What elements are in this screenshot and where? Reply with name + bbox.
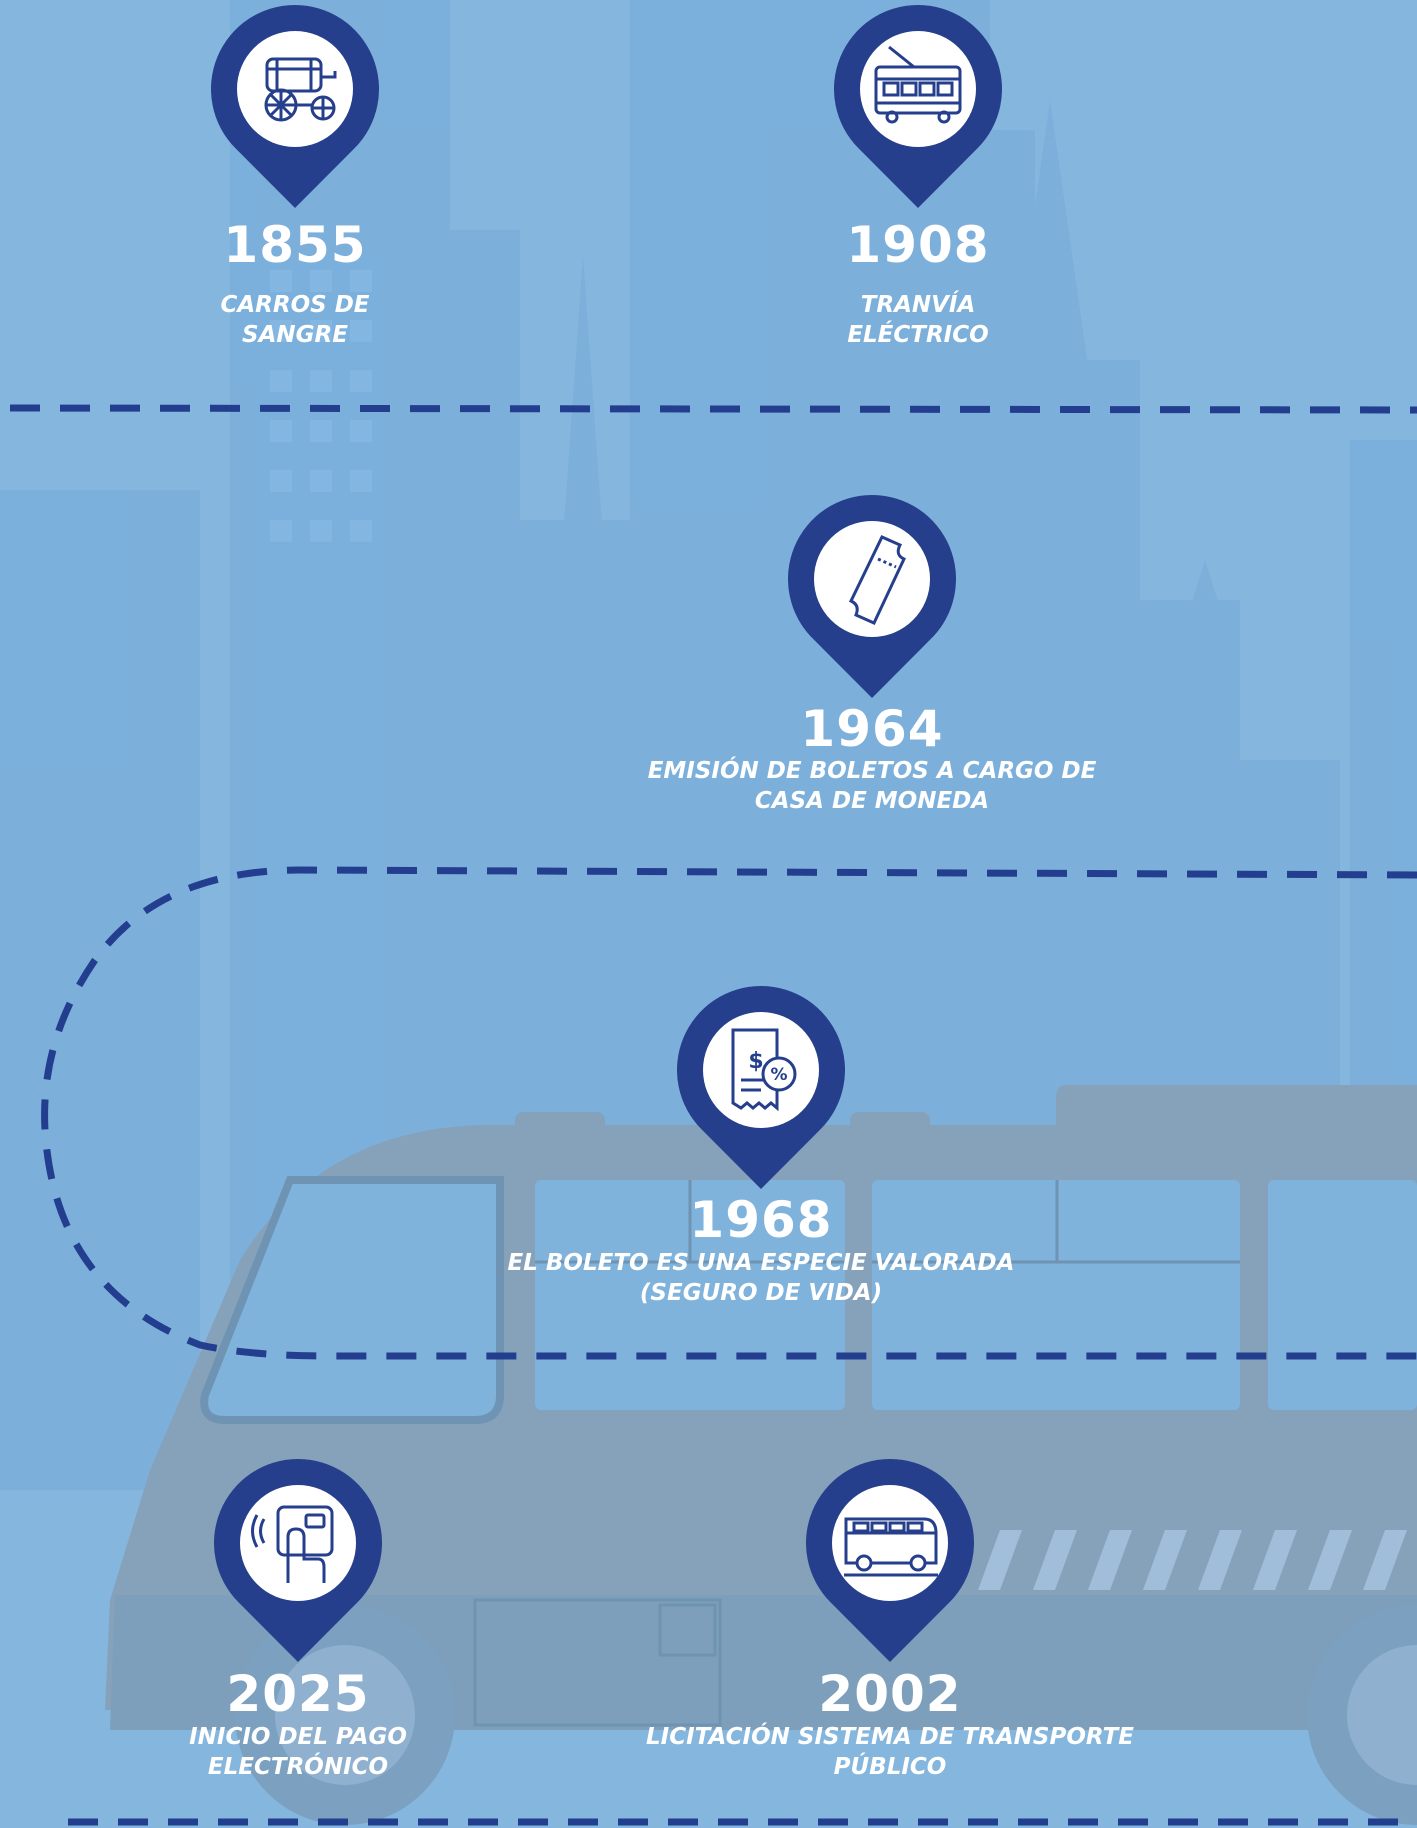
receipt-icon bbox=[731, 1028, 797, 1112]
map-pin bbox=[214, 1459, 382, 1662]
milestone-1964: 1964 EMISIÓN DE BOLETOS A CARGO DE CASA … bbox=[612, 495, 1132, 825]
map-pin bbox=[788, 495, 956, 698]
milestone-year: 1964 bbox=[800, 700, 944, 758]
map-pin bbox=[806, 1459, 974, 1662]
milestone-1908: 1908 TRANVÍA ELÉCTRICO bbox=[658, 5, 1178, 350]
milestone-year: 1855 bbox=[223, 216, 367, 274]
milestone-year: 2002 bbox=[818, 1665, 962, 1723]
timeline-line-row1 bbox=[9, 404, 1417, 414]
carriage-icon bbox=[264, 57, 337, 122]
milestone-1855: 1855 CARROS DE SANGRE bbox=[35, 5, 555, 350]
timeline-line-row2 bbox=[41, 866, 1417, 1360]
milestone-year: 1908 bbox=[846, 216, 990, 274]
milestone-year: 1968 bbox=[689, 1191, 833, 1249]
map-pin: $ % bbox=[677, 986, 845, 1189]
milestone-2025: 2025 INICIO DEL PAGO ELECTRÓNICO bbox=[38, 1459, 558, 1789]
milestone-caption: EL BOLETO ES UNA ESPECIE VALORADA (SEGUR… bbox=[507, 1250, 1015, 1306]
milestone-caption: TRANVÍA ELÉCTRICO bbox=[847, 292, 989, 348]
bus-illustration bbox=[105, 1085, 1417, 1825]
svg-text:$: $ bbox=[748, 1049, 763, 1074]
map-pin bbox=[211, 5, 379, 208]
ticket-icon bbox=[848, 535, 907, 625]
milestone-1968: $ % 1968 EL BOLETO ES UNA ESPECIE VALORA… bbox=[501, 986, 1021, 1326]
map-pin bbox=[834, 5, 1002, 208]
svg-text:%: % bbox=[770, 1065, 787, 1085]
contactless-card-icon bbox=[251, 1505, 334, 1583]
milestone-caption: CARROS DE SANGRE bbox=[220, 292, 370, 348]
milestone-caption: INICIO DEL PAGO ELECTRÓNICO bbox=[189, 1724, 407, 1780]
milestone-2002: 2002 LICITACIÓN SISTEMA DE TRANSPORTE PÚ… bbox=[630, 1459, 1150, 1789]
tram-icon bbox=[874, 45, 962, 124]
milestone-caption: LICITACIÓN SISTEMA DE TRANSPORTE PÚBLICO bbox=[646, 1724, 1134, 1780]
milestone-caption: EMISIÓN DE BOLETOS A CARGO DE CASA DE MO… bbox=[647, 758, 1097, 814]
skyline-windows bbox=[270, 270, 372, 542]
bus-icon bbox=[844, 1517, 938, 1577]
milestone-year: 2025 bbox=[226, 1665, 370, 1723]
